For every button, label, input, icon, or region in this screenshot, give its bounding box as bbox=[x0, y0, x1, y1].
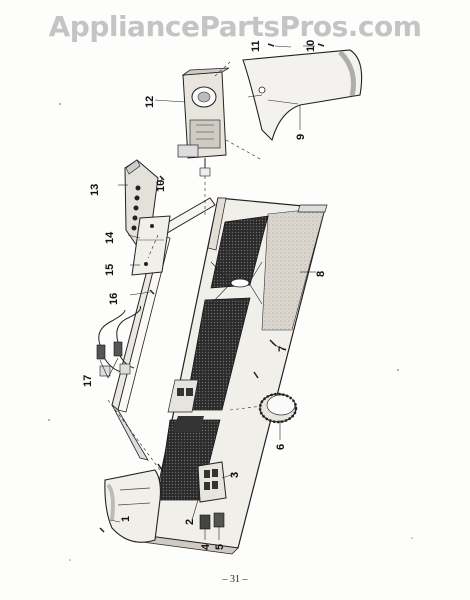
console-panel bbox=[141, 197, 328, 555]
switch-assembly bbox=[197, 461, 227, 503]
timer-module bbox=[177, 67, 230, 177]
callout-13: 13 bbox=[89, 184, 101, 196]
page-number: – 31 – bbox=[222, 574, 248, 585]
end-cap-left bbox=[104, 469, 161, 543]
callout-11: 11 bbox=[250, 40, 262, 52]
mounting-bracket bbox=[131, 215, 171, 276]
callout-labels: 1 2 3 4 5 6 7 8 9 10 10 11 12 13 14 15 1… bbox=[82, 40, 327, 550]
callout-9: 9 bbox=[295, 134, 307, 140]
leader-lines bbox=[99, 45, 316, 540]
callout-10-mid: 10 bbox=[155, 180, 167, 192]
callout-12: 12 bbox=[144, 96, 156, 108]
callout-8: 8 bbox=[315, 271, 327, 277]
callout-15: 15 bbox=[104, 264, 116, 276]
callout-5: 5 bbox=[214, 544, 226, 550]
callout-4: 4 bbox=[200, 543, 212, 550]
callout-6: 6 bbox=[275, 444, 287, 450]
callout-16: 16 bbox=[108, 293, 120, 305]
control-knob bbox=[258, 392, 298, 424]
end-cap-right bbox=[242, 49, 363, 142]
callout-2: 2 bbox=[184, 519, 196, 525]
callout-1: 1 bbox=[120, 516, 132, 522]
callout-17: 17 bbox=[82, 375, 94, 387]
callout-3: 3 bbox=[229, 472, 241, 478]
callout-7: 7 bbox=[277, 346, 289, 352]
callout-14: 14 bbox=[104, 231, 116, 244]
callout-10-top: 10 bbox=[305, 40, 317, 52]
scan-specks bbox=[48, 103, 413, 561]
watermark: AppliancePartsPros.com bbox=[48, 10, 422, 43]
